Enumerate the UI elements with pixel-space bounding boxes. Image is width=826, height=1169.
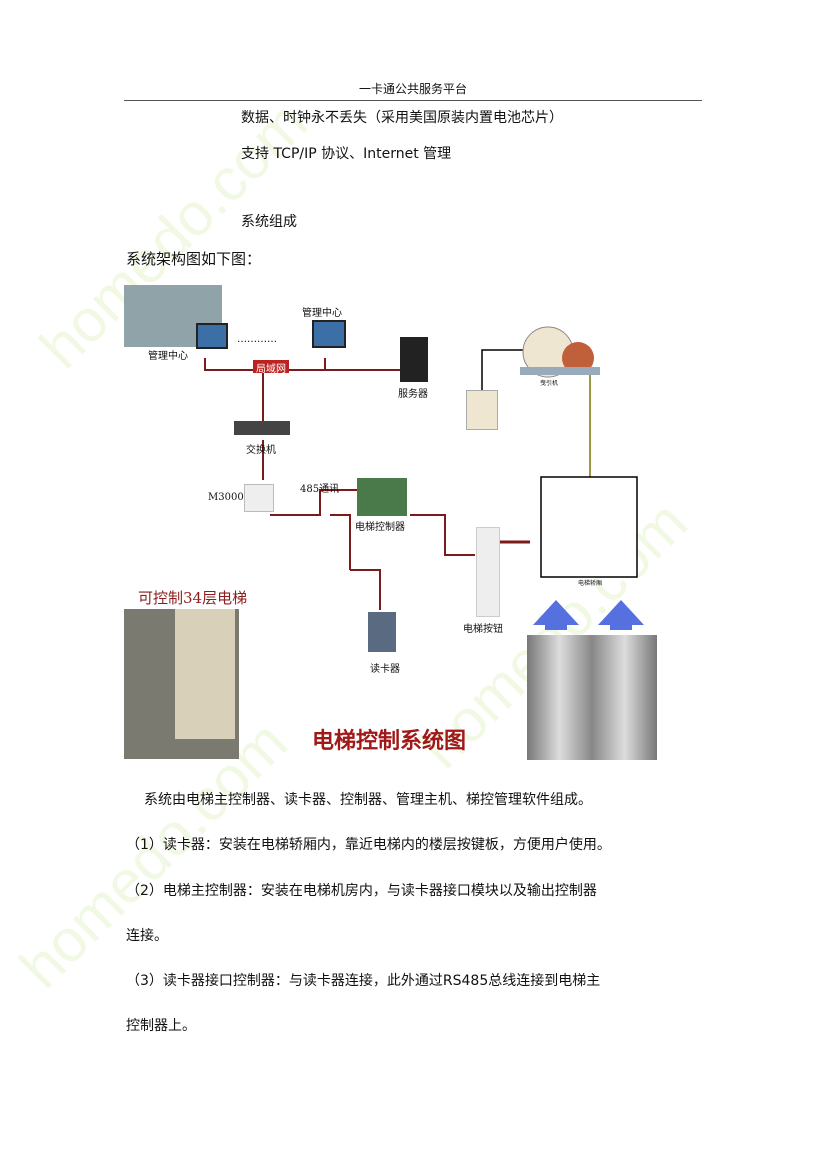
card-reader-icon bbox=[368, 612, 396, 652]
label-floors: 可控制34层电梯 bbox=[138, 589, 248, 607]
label-button: 电梯按钮 bbox=[463, 624, 503, 635]
label-traction: 曳引机 bbox=[540, 380, 559, 387]
paragraph: 控制器上。 bbox=[126, 1018, 196, 1034]
svg-text:…………: ………… bbox=[237, 334, 277, 345]
elevator-button-panel-icon bbox=[476, 527, 500, 617]
label-car: 电梯轿厢 bbox=[578, 580, 603, 587]
lan-label: 局域网 bbox=[253, 360, 289, 375]
elevator-model-image bbox=[175, 609, 235, 739]
paragraph: 连接。 bbox=[126, 928, 168, 944]
paragraph: （2）电梯主控制器：安装在电梯机房内，与读卡器接口模块以及输出控制器 bbox=[126, 883, 597, 899]
controller-board-icon bbox=[357, 478, 407, 516]
label-switch: 交换机 bbox=[246, 445, 276, 456]
diagram-lines: ………… bbox=[204, 326, 644, 630]
label-rs485: 485通讯 bbox=[300, 484, 340, 495]
paragraph: （1）读卡器：安装在电梯轿厢内，靠近电梯内的楼层按键板，方便用户使用。 bbox=[126, 837, 611, 853]
monitor-system-icon bbox=[466, 390, 498, 430]
text-line: 数据、时钟永不丢失（采用美国原装内置电池芯片） bbox=[241, 110, 563, 126]
page-header: 一卡通公共服务平台 bbox=[124, 80, 702, 101]
elevator-car-photo bbox=[527, 635, 657, 760]
server-icon bbox=[400, 337, 428, 382]
label-m3000: M3000 bbox=[208, 492, 244, 503]
m3000-icon bbox=[244, 484, 274, 512]
monitor-icon bbox=[312, 320, 346, 348]
monitor-icon bbox=[196, 323, 228, 349]
label-controller: 电梯控制器 bbox=[355, 522, 405, 533]
text-line: 支持 TCP/IP 协议、Internet 管理 bbox=[241, 146, 452, 162]
label-management-center: 管理中心 bbox=[302, 308, 342, 319]
label-reader: 读卡器 bbox=[370, 664, 400, 675]
text-line: 系统组成 bbox=[241, 214, 297, 230]
paragraph: 系统由电梯主控制器、读卡器、控制器、管理主机、梯控管理软件组成。 bbox=[144, 792, 592, 808]
switch-icon bbox=[234, 421, 290, 435]
paragraph: （3）读卡器接口控制器：与读卡器连接，此外通过RS485总线连接到电梯主 bbox=[126, 973, 601, 989]
label-management-center: 管理中心 bbox=[148, 351, 188, 362]
text-line: 系统架构图如下图： bbox=[126, 250, 262, 268]
label-server: 服务器 bbox=[398, 389, 428, 400]
diagram-title: 电梯控制系统图 bbox=[312, 729, 467, 754]
